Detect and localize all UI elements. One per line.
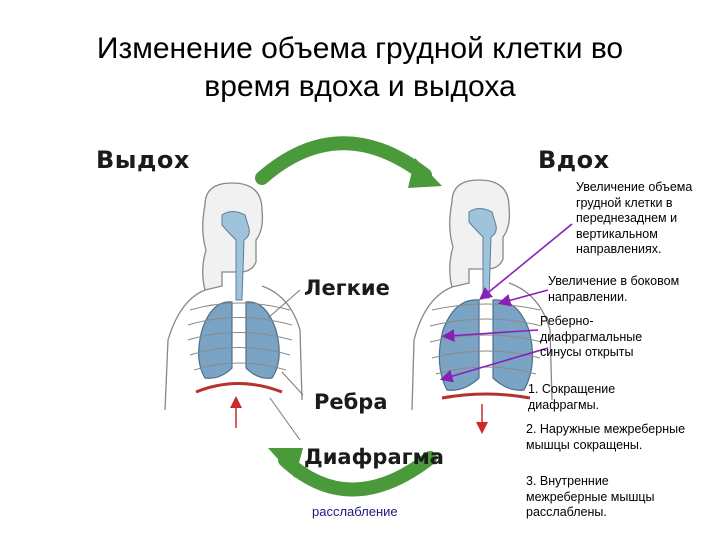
left-lung — [198, 301, 233, 379]
exhale-label: Выдох — [96, 146, 190, 174]
ribs-label: Ребра — [314, 390, 388, 414]
relaxation-label: расслабление — [312, 504, 398, 519]
note-sinuses-open: Реберно-диафрагмальные синусы открыты — [540, 314, 643, 359]
right-lung-inhale — [492, 299, 534, 391]
note-step-2: 2. Наружные межреберные мышцы сокращены. — [526, 422, 686, 452]
exhale-figure — [164, 182, 304, 441]
cycle-arrow-bottom — [278, 451, 437, 497]
cycle-arrow-top-head — [408, 158, 442, 188]
diaphragm-exhale — [195, 382, 283, 394]
diaphragm-inhale — [441, 392, 531, 400]
right-lung — [245, 301, 280, 379]
note-step-3: 3. Внутренние межреберные мышцы расслабл… — [526, 474, 655, 519]
note-increase-lateral: Увеличение в боковом направлении. — [548, 274, 680, 304]
note-increase-front-vertical: Увеличение объема грудной клетки в перед… — [576, 180, 693, 256]
lungs-label: Легкие — [304, 276, 390, 300]
left-lung-inhale — [438, 299, 480, 391]
inhale-label: Вдох — [538, 146, 610, 174]
cycle-arrow-bottom-head — [268, 448, 303, 478]
diaphragm-label: Диафрагма — [304, 445, 444, 469]
slide-title: Изменение объема грудной клетки во время… — [40, 30, 680, 106]
title-line-1: Изменение объема грудной клетки во — [96, 32, 624, 65]
title-line-2: время вдоха и выдоха — [204, 70, 516, 103]
inhale-figure — [411, 179, 573, 434]
cycle-arrow-top — [255, 136, 432, 185]
note-step-1: 1. Сокращение диафрагмы. — [528, 382, 616, 412]
